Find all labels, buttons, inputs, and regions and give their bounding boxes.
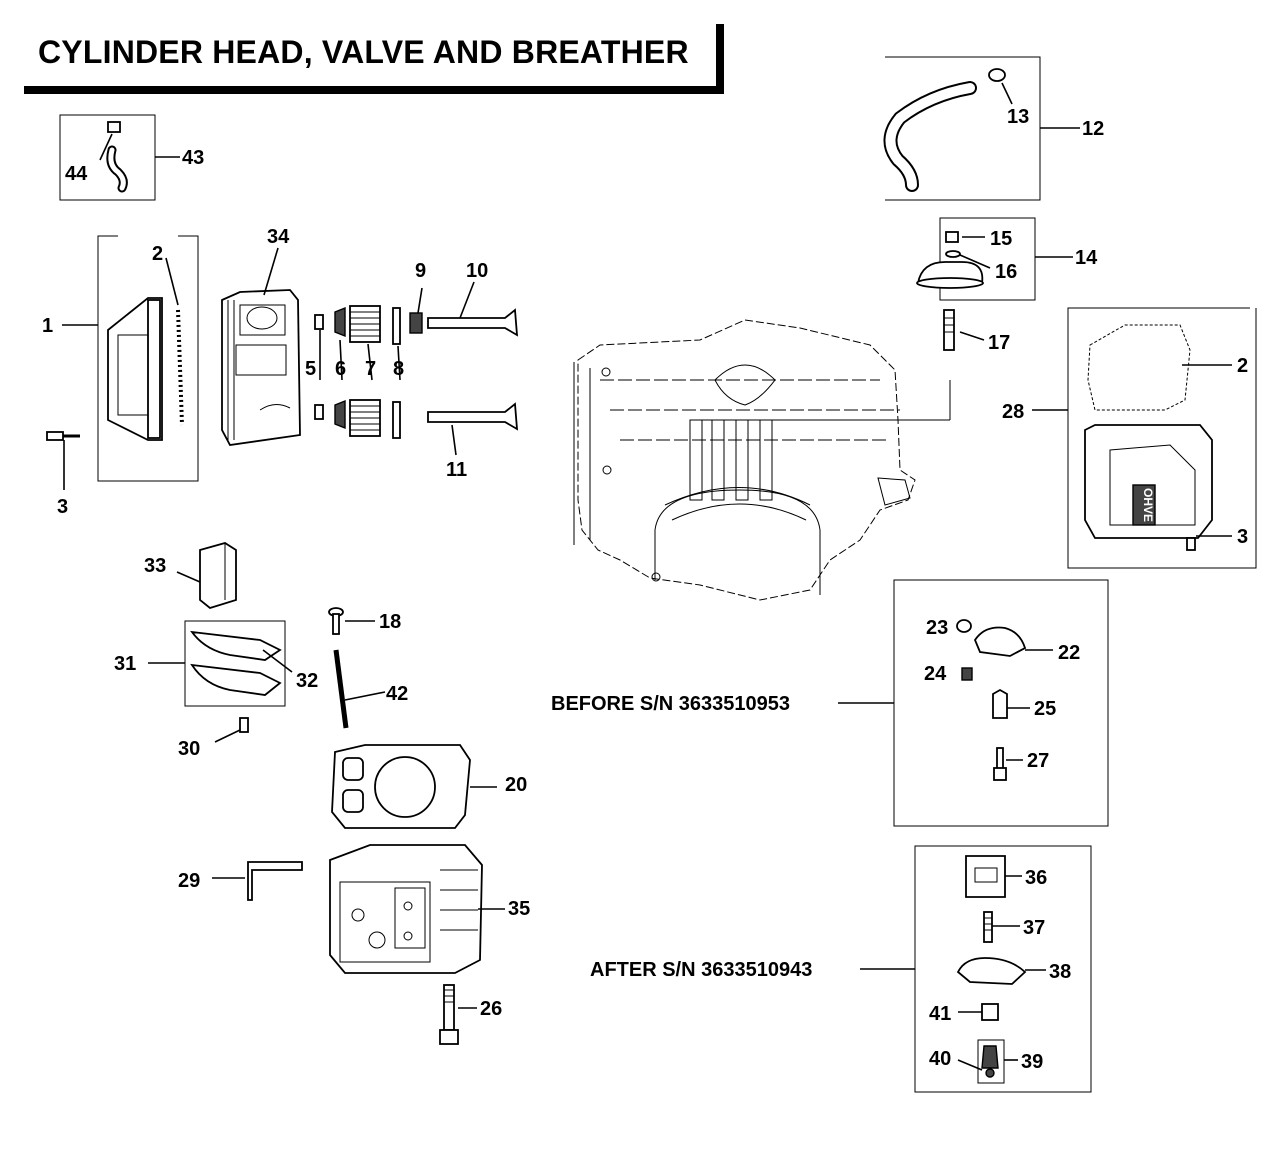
callout-17: 17	[988, 332, 1010, 354]
callout-15: 15	[990, 228, 1012, 250]
callout-38: 38	[1049, 961, 1071, 983]
rocker-kit-after-parts	[956, 855, 1046, 1084]
callout-31: 31	[114, 653, 136, 675]
bracket-part	[212, 861, 303, 901]
callout-34: 34	[267, 226, 290, 248]
callout-29: 29	[178, 870, 200, 892]
callout-20: 20	[505, 774, 527, 796]
callout-2-gasket: 2	[152, 243, 163, 265]
callout-24: 24	[924, 663, 947, 685]
callout-27: 27	[1027, 750, 1049, 772]
head-gasket-part	[331, 744, 497, 829]
rocker-kit-before-parts	[956, 619, 1053, 781]
callout-42: 42	[386, 683, 408, 705]
callout-7: 7	[365, 358, 376, 380]
breather-stud-part	[943, 309, 985, 351]
deflector-screw-part	[214, 717, 249, 743]
head-bolt-part	[439, 984, 477, 1045]
callout-44: 44	[65, 163, 88, 185]
callout-39: 39	[1021, 1051, 1043, 1073]
callout-22: 22	[1058, 642, 1080, 664]
page-title: CYLINDER HEAD, VALVE AND BREATHER	[38, 34, 689, 70]
callout-37: 37	[1023, 917, 1045, 939]
callout-33: 33	[144, 555, 166, 577]
valve-train-part	[314, 281, 519, 456]
callout-23: 23	[926, 617, 948, 639]
callout-30: 30	[178, 738, 200, 760]
callout-18: 18	[379, 611, 401, 633]
callout-9: 9	[415, 260, 426, 282]
before-serial-note: BEFORE S/N 3633510953	[551, 693, 790, 715]
callout-36: 36	[1025, 867, 1047, 889]
callout-26: 26	[480, 998, 502, 1020]
breather-cover-box	[939, 217, 1036, 301]
breather-cover-part	[916, 231, 991, 289]
callout-14: 14	[1075, 247, 1098, 269]
cylinder-head-side-part	[221, 247, 301, 446]
deflector-plate-part	[190, 630, 293, 696]
ohve-emblem: OHVE	[1141, 488, 1155, 522]
callout-1: 1	[42, 315, 53, 337]
cylinder-head-front-part	[329, 844, 505, 974]
breather-hose-part	[883, 68, 1013, 192]
callout-6: 6	[335, 358, 346, 380]
rocker-cover-part: OHVE	[1084, 324, 1232, 551]
callout-32: 32	[296, 670, 318, 692]
valve-cover-part	[46, 257, 184, 490]
valve-cover-bracket	[97, 235, 199, 482]
callout-43: 43	[182, 147, 204, 169]
engine-block	[573, 319, 951, 601]
after-serial-note: AFTER S/N 3633510943	[590, 959, 812, 981]
callout-5: 5	[305, 358, 316, 380]
callout-8: 8	[393, 358, 404, 380]
callout-41: 41	[929, 1003, 951, 1025]
callout-16: 16	[995, 261, 1017, 283]
callout-40: 40	[929, 1048, 951, 1070]
breather-tube-part	[99, 121, 128, 193]
rocker-cover-box	[1067, 307, 1257, 569]
callout-35: 35	[508, 898, 530, 920]
callout-12: 12	[1082, 118, 1104, 140]
filter-block-part	[176, 542, 237, 610]
pushrod-part	[328, 607, 386, 729]
callout-11: 11	[446, 459, 467, 481]
title-frame	[24, 24, 724, 94]
callout-10: 10	[466, 260, 488, 282]
callout-3-rocker-screw: 3	[1237, 526, 1248, 548]
callout-2-rocker-gasket: 2	[1237, 355, 1248, 377]
callout-13: 13	[1007, 106, 1029, 128]
callout-25: 25	[1034, 698, 1056, 720]
callout-28: 28	[1002, 401, 1024, 423]
callout-3-screw: 3	[57, 496, 68, 518]
